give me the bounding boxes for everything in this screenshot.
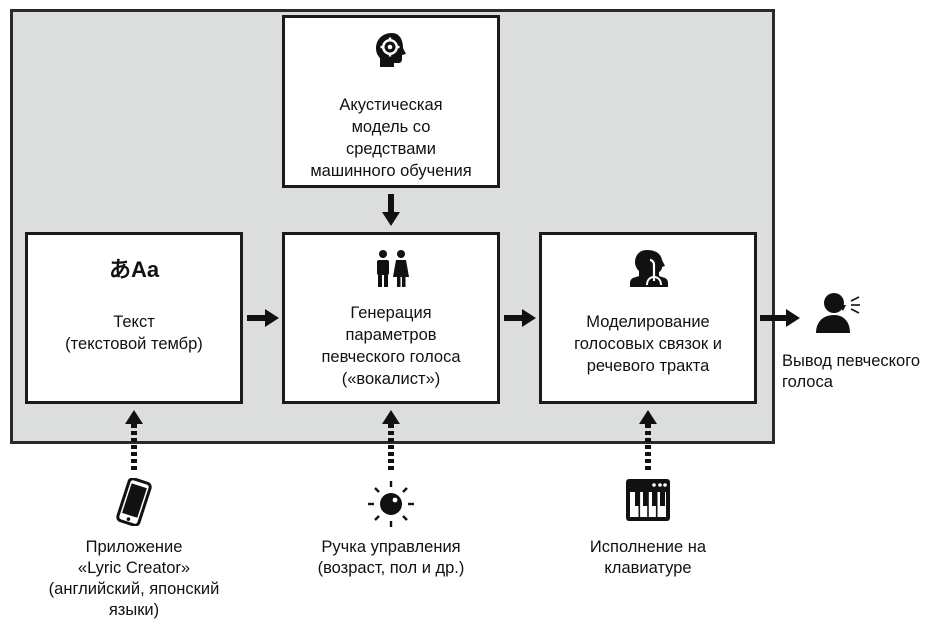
vocal-modeling-label: Моделирование голосовых связок и речевог… [574,313,722,375]
keyboard-icon [626,479,670,521]
head-gear-icon [376,33,406,67]
text-lyrics-icon: あAa [108,257,160,282]
arrow-generation-to-modeling [504,309,536,327]
vocal-tract-icon [630,250,668,287]
dashed-arrow-app-to-text [125,410,143,470]
speaking-person-icon [816,293,860,333]
arrow-acoustic-to-generation [382,194,400,226]
singing-generation-label: Генерация параметров певческого голоса (… [321,304,461,388]
app-input-label: Приложение «Lyric Creator» (английский, … [48,538,220,619]
dashed-arrow-keyboard-to-modeling [639,410,657,470]
knob-icon [368,481,414,527]
acoustic-model-box: Акустическая модель со средствами машинн… [282,15,500,188]
dashed-arrow-knob-to-generation [382,410,400,470]
acoustic-model-label: Акустическая модель со средствами машинн… [310,96,472,180]
man-woman-icon [377,250,409,287]
arrow-text-to-generation [247,309,279,327]
knob-input-label: Ручка управления (возраст, пол и др.) [317,538,465,577]
arrow-modeling-to-output [760,309,800,327]
vocal-modeling-box: Моделирование голосовых связок и речевог… [539,232,757,404]
singing-generation-box: Генерация параметров певческого голоса (… [282,232,500,404]
text-box: あAa Текст (текстовой тембр) [25,232,243,404]
text-box-label: Текст (текстовой тембр) [65,313,203,353]
smartphone-icon [116,478,152,526]
output-label: Вывод певческого голоса [782,352,921,391]
keyboard-input-label: Исполнение на клавиатуре [589,538,707,577]
